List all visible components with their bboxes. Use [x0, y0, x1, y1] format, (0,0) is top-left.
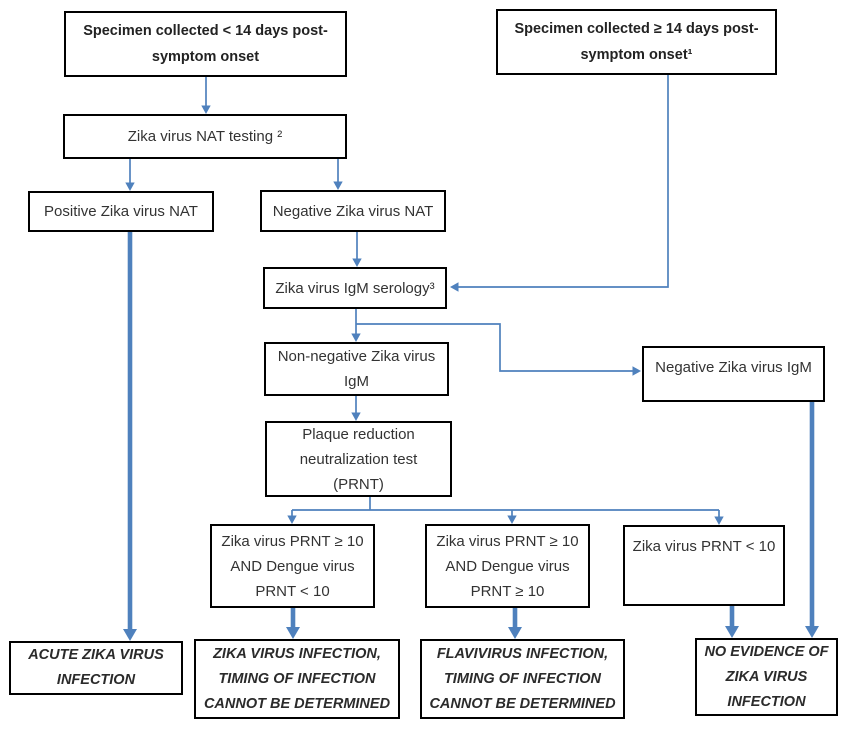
node-nat-testing: Zika virus NAT testing ²	[63, 114, 347, 159]
edge-negative-nat-to-igm-serology	[352, 232, 362, 267]
node-igm-serology: Zika virus IgM serology³	[263, 267, 447, 309]
edge-positive-nat-to-acute-zika	[123, 232, 137, 641]
node-label: ACUTE ZIKA VIRUS INFECTION	[28, 647, 164, 688]
node-label: Negative Zika virus NAT	[272, 202, 434, 220]
node-prnt-zika-ge10-dengue-lt10: Zika virus PRNT ≥ 10 AND Dengue virus PR…	[210, 524, 375, 608]
edge-igm-serology-to-nonnegative-igm	[351, 309, 361, 342]
node-label: Specimen collected < 14 days post- sympt…	[83, 23, 328, 65]
edge-prnt-zika-lt10-to-no-evidence	[725, 606, 739, 638]
node-flavivirus-timing-undetermined: FLAVIVIRUS INFECTION, TIMING OF INFECTIO…	[420, 639, 625, 719]
node-zika-timing-undetermined: ZIKA VIRUS INFECTION, TIMING OF INFECTIO…	[194, 639, 400, 719]
node-label: ZIKA VIRUS INFECTION, TIMING OF INFECTIO…	[203, 645, 391, 712]
edge-prnt-splitter	[287, 497, 724, 525]
node-no-evidence: NO EVIDENCE OF ZIKA VIRUS INFECTION	[695, 638, 838, 716]
node-label: FLAVIVIRUS INFECTION, TIMING OF INFECTIO…	[429, 645, 616, 712]
edge-prnt-zika-ge10-dengue-ge10-to-flavivirus-timing	[508, 608, 522, 639]
edge-nat-testing-to-negative-nat	[333, 159, 343, 190]
node-label: Zika virus PRNT < 10	[632, 538, 776, 555]
node-negative-nat: Negative Zika virus NAT	[260, 190, 446, 232]
node-label: Specimen collected ≥ 14 days post- sympt…	[514, 21, 759, 63]
node-label: Plaque reduction neutralization test (PR…	[299, 425, 418, 493]
node-nonnegative-igm: Non-negative Zika virus IgM	[264, 342, 449, 396]
node-label: Zika virus PRNT ≥ 10 AND Dengue virus PR…	[221, 532, 364, 600]
node-specimen-ge14: Specimen collected ≥ 14 days post- sympt…	[496, 9, 777, 75]
node-negative-igm: Negative Zika virus IgM	[642, 346, 825, 402]
node-prnt-zika-lt10: Zika virus PRNT < 10	[623, 525, 785, 606]
edge-prnt-zika-ge10-dengue-lt10-to-zika-timing	[286, 608, 300, 639]
node-label: Positive Zika virus NAT	[44, 203, 198, 220]
node-acute-zika-infection: ACUTE ZIKA VIRUS INFECTION	[9, 641, 183, 695]
edge-specimen-lt14-to-nat-testing	[201, 77, 211, 114]
edge-nat-testing-to-positive-nat	[125, 159, 135, 191]
node-prnt: Plaque reduction neutralization test (PR…	[265, 421, 452, 497]
edge-specimen-ge14-to-igm-serology	[450, 75, 669, 292]
node-prnt-zika-ge10-dengue-ge10: Zika virus PRNT ≥ 10 AND Dengue virus PR…	[425, 524, 590, 608]
edge-negative-igm-to-no-evidence	[805, 402, 819, 638]
node-positive-nat: Positive Zika virus NAT	[28, 191, 214, 232]
node-label: Zika virus PRNT ≥ 10 AND Dengue virus PR…	[436, 532, 579, 600]
node-label: NO EVIDENCE OF ZIKA VIRUS INFECTION	[704, 643, 829, 710]
node-specimen-lt14: Specimen collected < 14 days post- sympt…	[64, 11, 347, 77]
node-label: Non-negative Zika virus IgM	[277, 348, 436, 390]
node-label: Negative Zika virus IgM	[655, 359, 812, 376]
node-label: Zika virus IgM serology³	[275, 279, 435, 297]
edge-nonnegative-igm-to-prnt	[351, 396, 361, 421]
node-label: Zika virus NAT testing ²	[127, 128, 283, 145]
